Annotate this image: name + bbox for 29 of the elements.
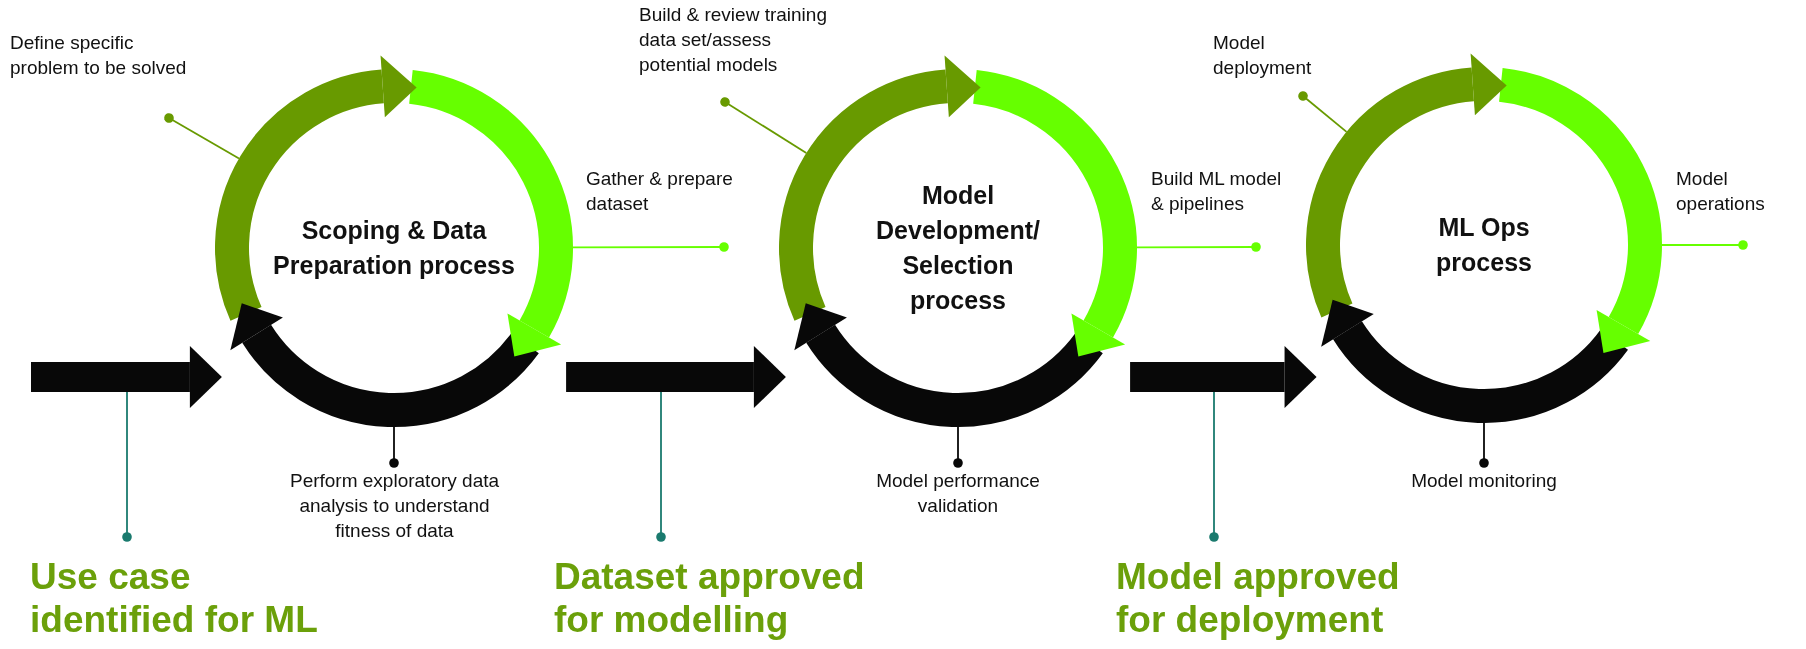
process-title: Scoping & Data Preparation process (272, 215, 516, 281)
leader-line (389, 426, 399, 468)
step-label: Model deployment (1213, 30, 1333, 81)
flow-arrow (566, 346, 786, 408)
step-label: Perform exploratory data analysis to understand fitness of data (272, 468, 517, 544)
leader-line (953, 426, 963, 468)
step-label: Define specific problem to be solved (10, 30, 188, 81)
flow-arrow (1130, 346, 1317, 408)
leader-line (656, 391, 666, 542)
leader-line (1136, 242, 1261, 252)
leader-line (1479, 422, 1489, 468)
milestone-label: Use case identified for ML (30, 556, 335, 642)
leader-line (720, 97, 808, 154)
leader-line (164, 113, 240, 160)
process-title: Model Development/ Selection process (875, 180, 1041, 316)
leader-line (122, 391, 132, 542)
step-label: Model performance validation (848, 468, 1068, 519)
leader-line (572, 242, 729, 252)
leader-line (1209, 391, 1219, 542)
milestone-label: Model approved for deployment (1116, 556, 1436, 642)
leader-line (1661, 240, 1748, 250)
step-label: Build ML model & pipelines (1151, 166, 1291, 217)
step-label: Gather & prepare dataset (586, 166, 758, 217)
process-title: ML Ops process (1435, 212, 1533, 278)
milestone-label: Dataset approved for modelling (554, 556, 884, 642)
step-label: Model operations (1676, 166, 1798, 217)
step-label: Build & review training data set/assess potential models (639, 2, 844, 78)
flow-arrow (31, 346, 222, 408)
step-label: Model monitoring (1384, 468, 1584, 494)
